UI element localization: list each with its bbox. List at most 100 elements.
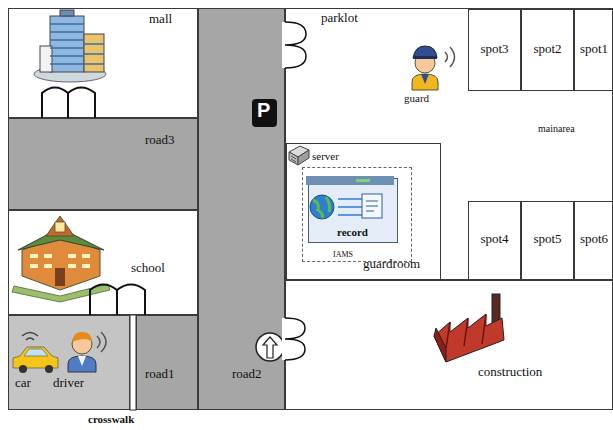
- crosswalk-label: crosswalk: [88, 413, 134, 426]
- record-window-art-part: [338, 199, 372, 215]
- node-label: spot1: [580, 42, 608, 57]
- mall-area: mall: [8, 8, 198, 118]
- school-building-icon-part: [55, 222, 65, 232]
- server-icon-part: [289, 146, 309, 157]
- driver-icon-part: [78, 356, 86, 366]
- car-icon-part: [24, 349, 48, 356]
- mall-gate: [42, 88, 95, 119]
- parking-sign-letter: P: [257, 99, 270, 122]
- server-label: server: [312, 150, 339, 163]
- car-icon-part: [22, 333, 38, 341]
- parking-spot: spot4: [468, 201, 521, 281]
- area-label: mainarea: [538, 123, 575, 135]
- mall-building-icon-part: [84, 34, 104, 72]
- construction-factory-icon-part: [446, 314, 486, 348]
- node-label: road2: [232, 367, 262, 382]
- mall-building-icon-part: [60, 10, 74, 16]
- mall-building-icon-part: [50, 16, 84, 72]
- record-window-art-part: [313, 197, 330, 218]
- construction-door-part: [285, 318, 305, 360]
- iams-dotted-box: recordIAMS: [302, 167, 412, 262]
- school-gate-part: [90, 285, 145, 316]
- construction-factory-icon-part: [492, 294, 500, 330]
- parking-sign: [252, 99, 277, 127]
- node-label: spot4: [480, 232, 508, 247]
- driver-icon-part: [97, 332, 106, 352]
- construction-factory-icon: [434, 294, 504, 362]
- node-label: car: [15, 376, 31, 391]
- parking-spot: spot1: [574, 9, 613, 91]
- node-label: record: [337, 226, 368, 239]
- node-label: road1: [145, 367, 175, 382]
- node-label: IAMS: [333, 250, 353, 259]
- road-band: road2: [198, 8, 285, 410]
- node-label: spot6: [580, 232, 608, 247]
- guard-icon-part: [415, 53, 435, 73]
- node-label: road3: [145, 133, 175, 148]
- car-icon-part: [13, 347, 58, 368]
- mall-building-icon-part: [40, 46, 52, 72]
- one-way-arrow-sign-part: [263, 337, 277, 358]
- one-way-arrow-sign: [256, 333, 284, 361]
- node-label: construction: [478, 365, 542, 380]
- parking-spot: spot5: [521, 201, 574, 281]
- road-fill-part: [8, 118, 198, 210]
- node-label: driver: [53, 376, 84, 391]
- record-window-art-part: [310, 195, 334, 219]
- one-way-arrow-sign-part: [256, 333, 284, 361]
- school-gate: [90, 285, 145, 316]
- guard-icon-part: [413, 46, 437, 58]
- car-icon: [13, 333, 58, 374]
- construction-factory-icon-part: [434, 314, 504, 362]
- car-area-fill: [8, 315, 130, 410]
- guard-icon-part: [412, 74, 438, 90]
- parklot-door-part: [282, 22, 289, 68]
- driver-icon-part: [68, 356, 96, 372]
- road-fill: [8, 8, 285, 410]
- node-label: guardroom: [363, 257, 420, 272]
- guard-label: guard: [404, 92, 429, 105]
- school-building-icon-part: [30, 256, 90, 266]
- mall-gate-part: [42, 88, 95, 119]
- road-fill-part: [136, 315, 198, 410]
- school-area: school: [8, 210, 198, 315]
- node-label: school: [131, 261, 165, 276]
- record-window-art-part: [362, 194, 382, 218]
- mall-building-icon-part: [50, 24, 104, 64]
- school-building-icon-part: [18, 228, 104, 250]
- road-band: road1: [136, 315, 198, 410]
- parklot-door: [282, 22, 306, 68]
- parklot-area: spot3spot2spot1recordIAMSguardroomspot4s…: [285, 8, 613, 280]
- construction-factory-icon-part: [434, 328, 446, 362]
- server-icon-part: [291, 156, 296, 162]
- driver-icon: [68, 332, 106, 372]
- mall-building-icon: [34, 10, 106, 82]
- car-area-fill-part: [8, 315, 130, 410]
- car-area: car driver: [8, 315, 130, 410]
- node-label: spot2: [533, 42, 561, 57]
- school-building-icon-part: [22, 236, 100, 290]
- school-building-icon-part: [55, 268, 65, 286]
- record-window: record: [308, 178, 398, 243]
- guard-icon-part: [413, 56, 437, 59]
- parking-spot: spot2: [521, 9, 574, 91]
- server-icon-part: [298, 150, 309, 165]
- construction-area: construction: [285, 280, 613, 410]
- parking-spot: spot3: [468, 9, 521, 91]
- node-label: parklot: [321, 11, 358, 26]
- parking-spot: spot6: [574, 201, 613, 281]
- node-label: spot5: [533, 232, 561, 247]
- guard-icon: [412, 46, 455, 90]
- record-window-art-part: [306, 176, 394, 185]
- server-icon: [289, 146, 309, 165]
- driver-icon-part: [72, 332, 92, 342]
- node-label: spot3: [480, 42, 508, 57]
- school-building-icon: [12, 216, 110, 302]
- school-building-icon-part: [46, 216, 74, 236]
- guard-icon-part: [445, 47, 455, 67]
- record-window-art: [306, 176, 394, 219]
- record-window-art-part: [356, 179, 370, 182]
- construction-door-part: [282, 318, 289, 360]
- parklot-door-part: [285, 22, 306, 68]
